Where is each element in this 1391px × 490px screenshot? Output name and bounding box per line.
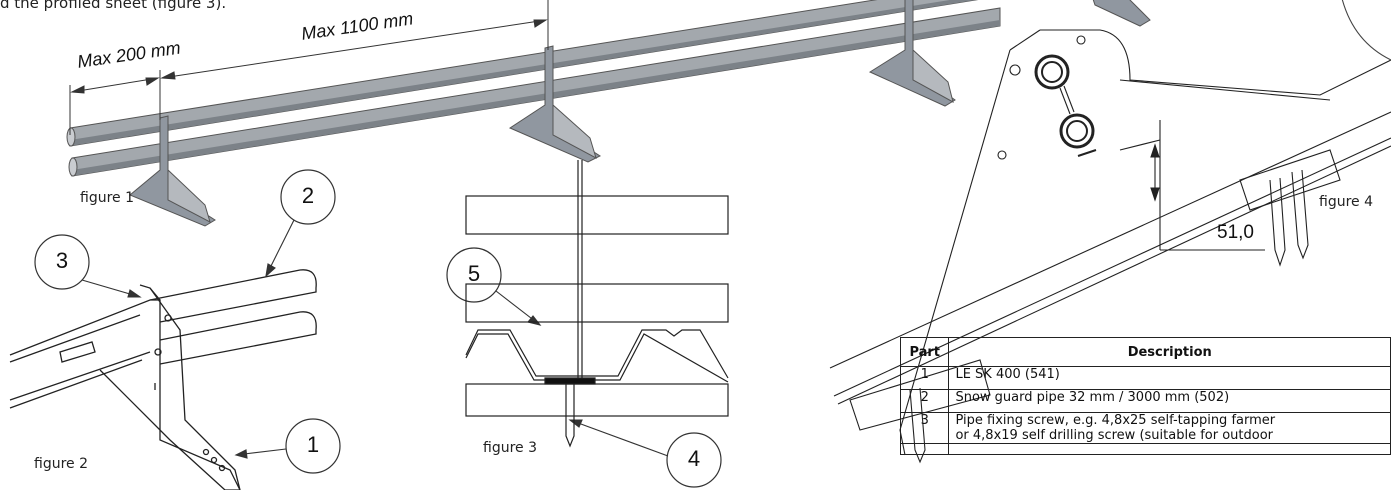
callout-leaders	[81, 219, 669, 459]
snow-guard-pipes	[66, 0, 1001, 177]
snow-guard-brackets	[129, 0, 1151, 227]
callout-circles	[34, 169, 722, 488]
part-number: 3	[900, 412, 950, 444]
figure1-label: figure 1	[80, 190, 134, 206]
header-description: Description	[948, 337, 1391, 367]
part-description: LE SK 400 (541)	[948, 366, 1391, 390]
part-description-line: Pipe fixing screw, e.g. 4,8x25 self-tapp…	[955, 413, 1276, 429]
parts-table-header: Part Description	[900, 337, 1391, 367]
figure2-label: figure 2	[34, 456, 88, 472]
callout-2: 2	[301, 183, 315, 208]
callout-4: 4	[687, 446, 701, 471]
part-description: Pipe fixing screw, e.g. 4,8x25 self-tapp…	[948, 412, 1391, 444]
part-description: Snow guard pipe 32 mm / 3000 mm (502)	[948, 389, 1391, 413]
figure3-drawing	[465, 160, 729, 448]
figure1-dimension-lines	[69, 0, 549, 135]
figure2-drawing	[9, 269, 317, 490]
part-description-line: or 4,8x19 self drilling screw (suitable …	[955, 428, 1273, 443]
table-row: 1 LE SK 400 (541)	[900, 366, 1391, 390]
intro-text: d the profiled sheet (figure 3).	[0, 0, 227, 12]
callout-3: 3	[55, 248, 69, 273]
part-number: 1	[900, 366, 950, 390]
figure3-label: figure 3	[483, 440, 537, 456]
part-number: 2	[900, 389, 950, 413]
table-row: 2 Snow guard pipe 32 mm / 3000 mm (502)	[900, 389, 1391, 413]
figure4-label: figure 4	[1319, 194, 1373, 210]
callout-1: 1	[306, 432, 320, 457]
table-row	[900, 443, 1391, 455]
parts-table-clip: Part Description 1 LE SK 400 (541) 2 Sno…	[900, 337, 1391, 490]
dimension-51: 51,0	[1217, 222, 1254, 243]
parts-table: Part Description 1 LE SK 400 (541) 2 Sno…	[900, 337, 1391, 455]
header-part: Part	[900, 337, 950, 367]
callout-5: 5	[467, 261, 481, 286]
table-row: 3 Pipe fixing screw, e.g. 4,8x25 self-ta…	[900, 412, 1391, 444]
